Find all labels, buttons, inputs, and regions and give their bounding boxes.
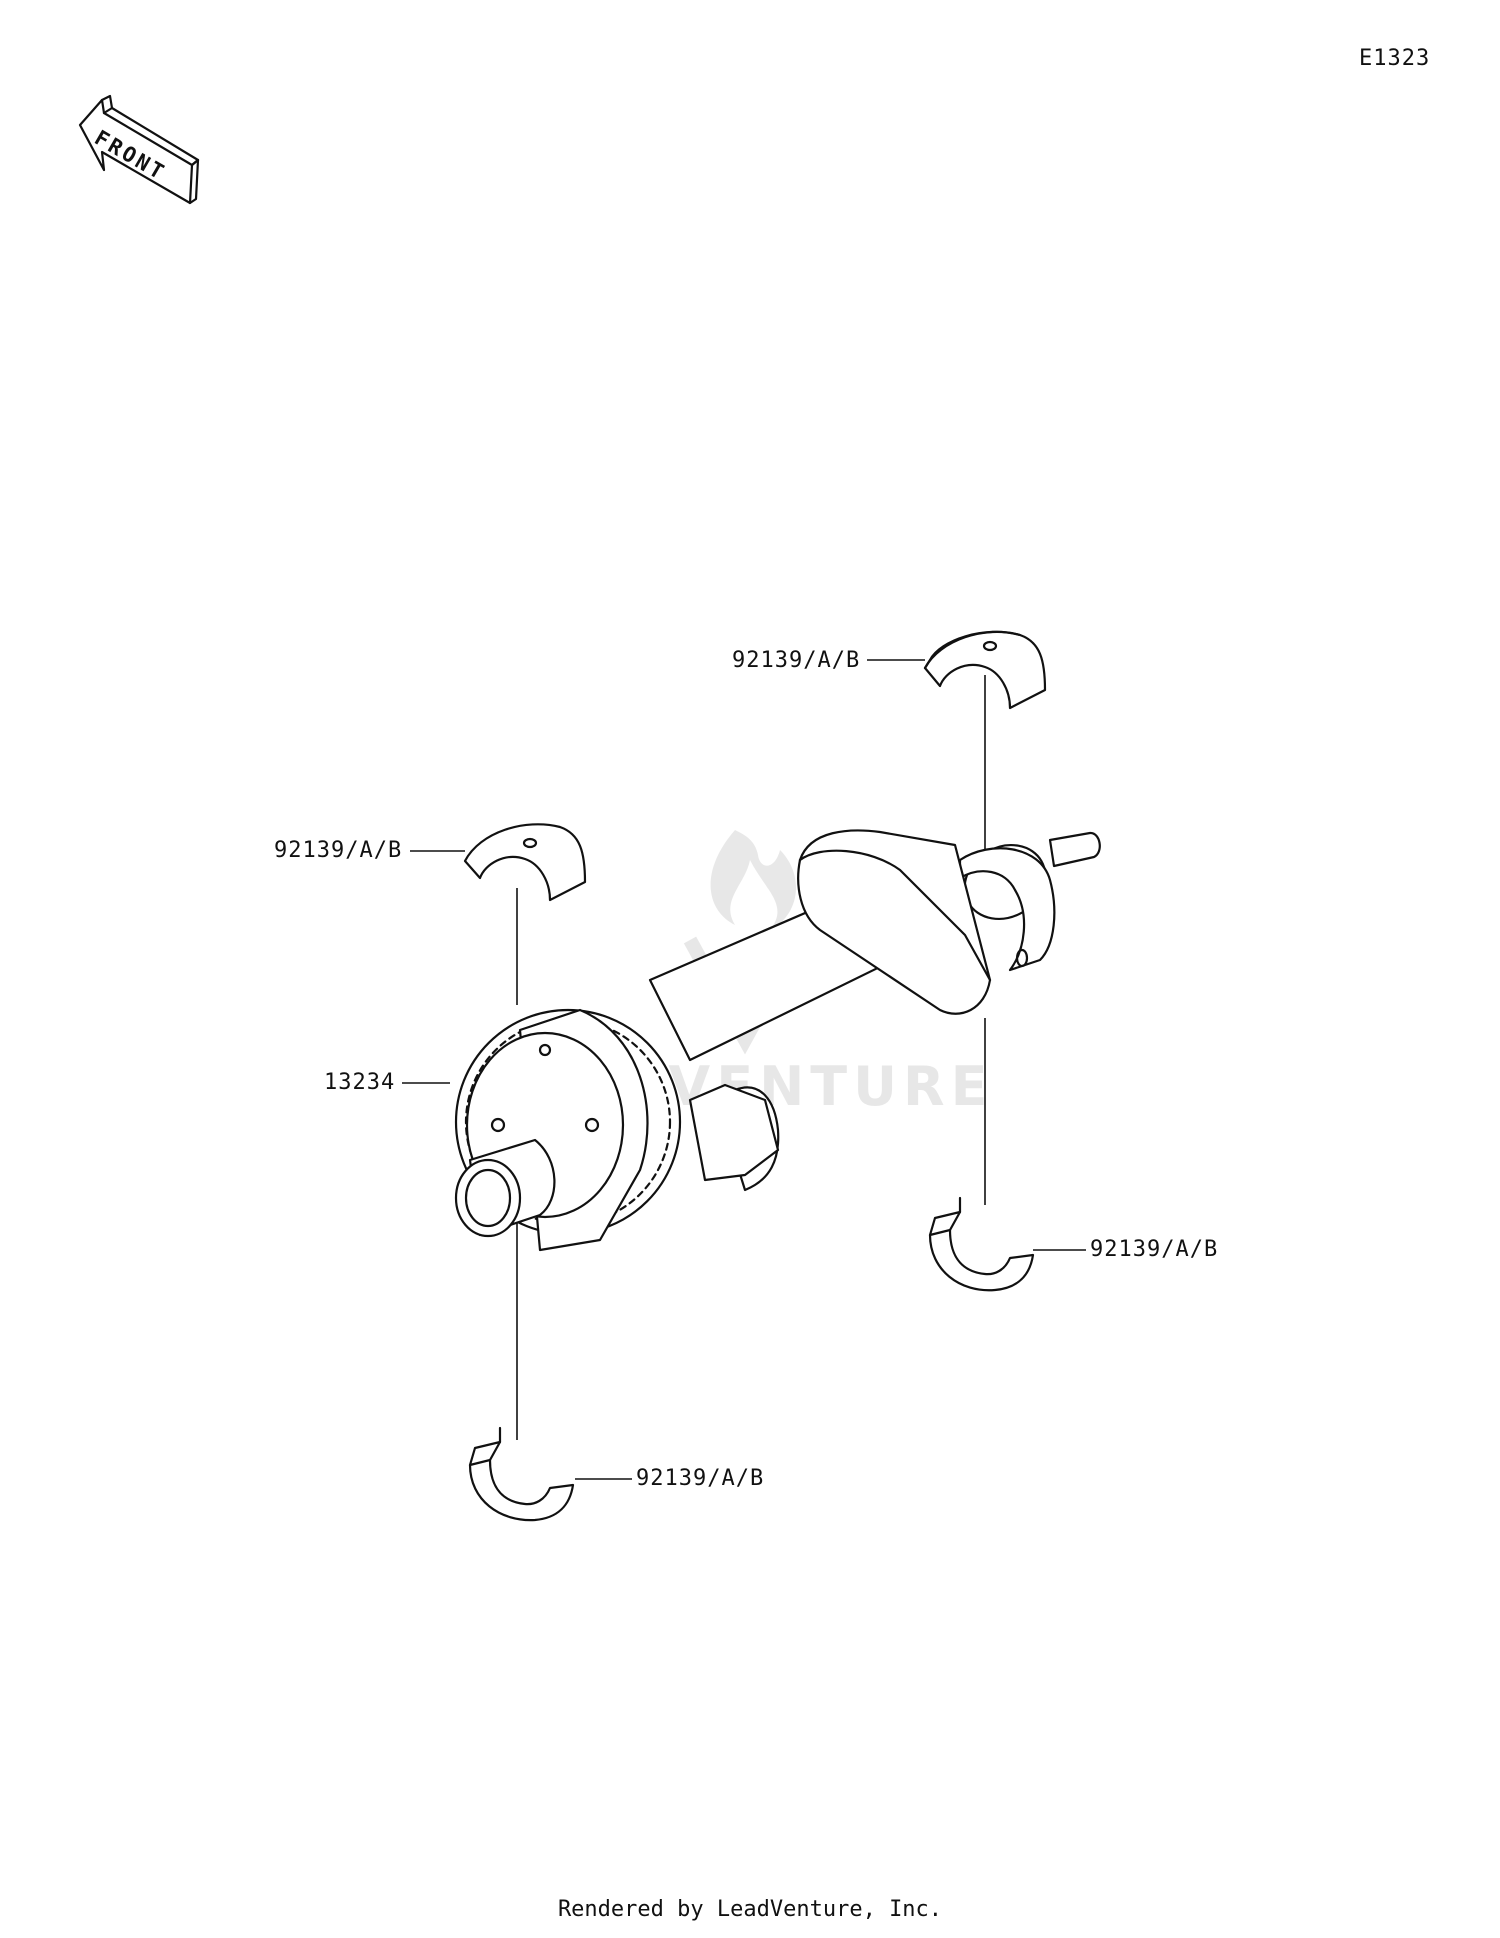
callout-gear[interactable]: 13234	[324, 1070, 396, 1095]
callout-bearing-upper-left[interactable]: 92139/A/B	[274, 838, 403, 863]
footer-credit: Rendered by LeadVenture, Inc.	[557, 1897, 943, 1922]
diagram-code: E1323	[1359, 46, 1431, 71]
callout-bearing-top[interactable]: 92139/A/B	[732, 648, 861, 673]
flame-logo-icon	[710, 830, 797, 930]
callout-bearing-right[interactable]: 92139/A/B	[1090, 1237, 1219, 1262]
bearing-shell-bottom	[468, 1426, 575, 1522]
callout-bearing-bottom[interactable]: 92139/A/B	[636, 1466, 765, 1491]
bearing-shell-top	[923, 630, 1047, 710]
bearing-shell-upper-left	[463, 823, 587, 902]
front-arrow-icon: FRONT	[78, 94, 200, 205]
bearing-shell-right	[928, 1196, 1035, 1292]
balancer-gear	[454, 1008, 682, 1252]
balancer-shaft	[648, 829, 1101, 1192]
